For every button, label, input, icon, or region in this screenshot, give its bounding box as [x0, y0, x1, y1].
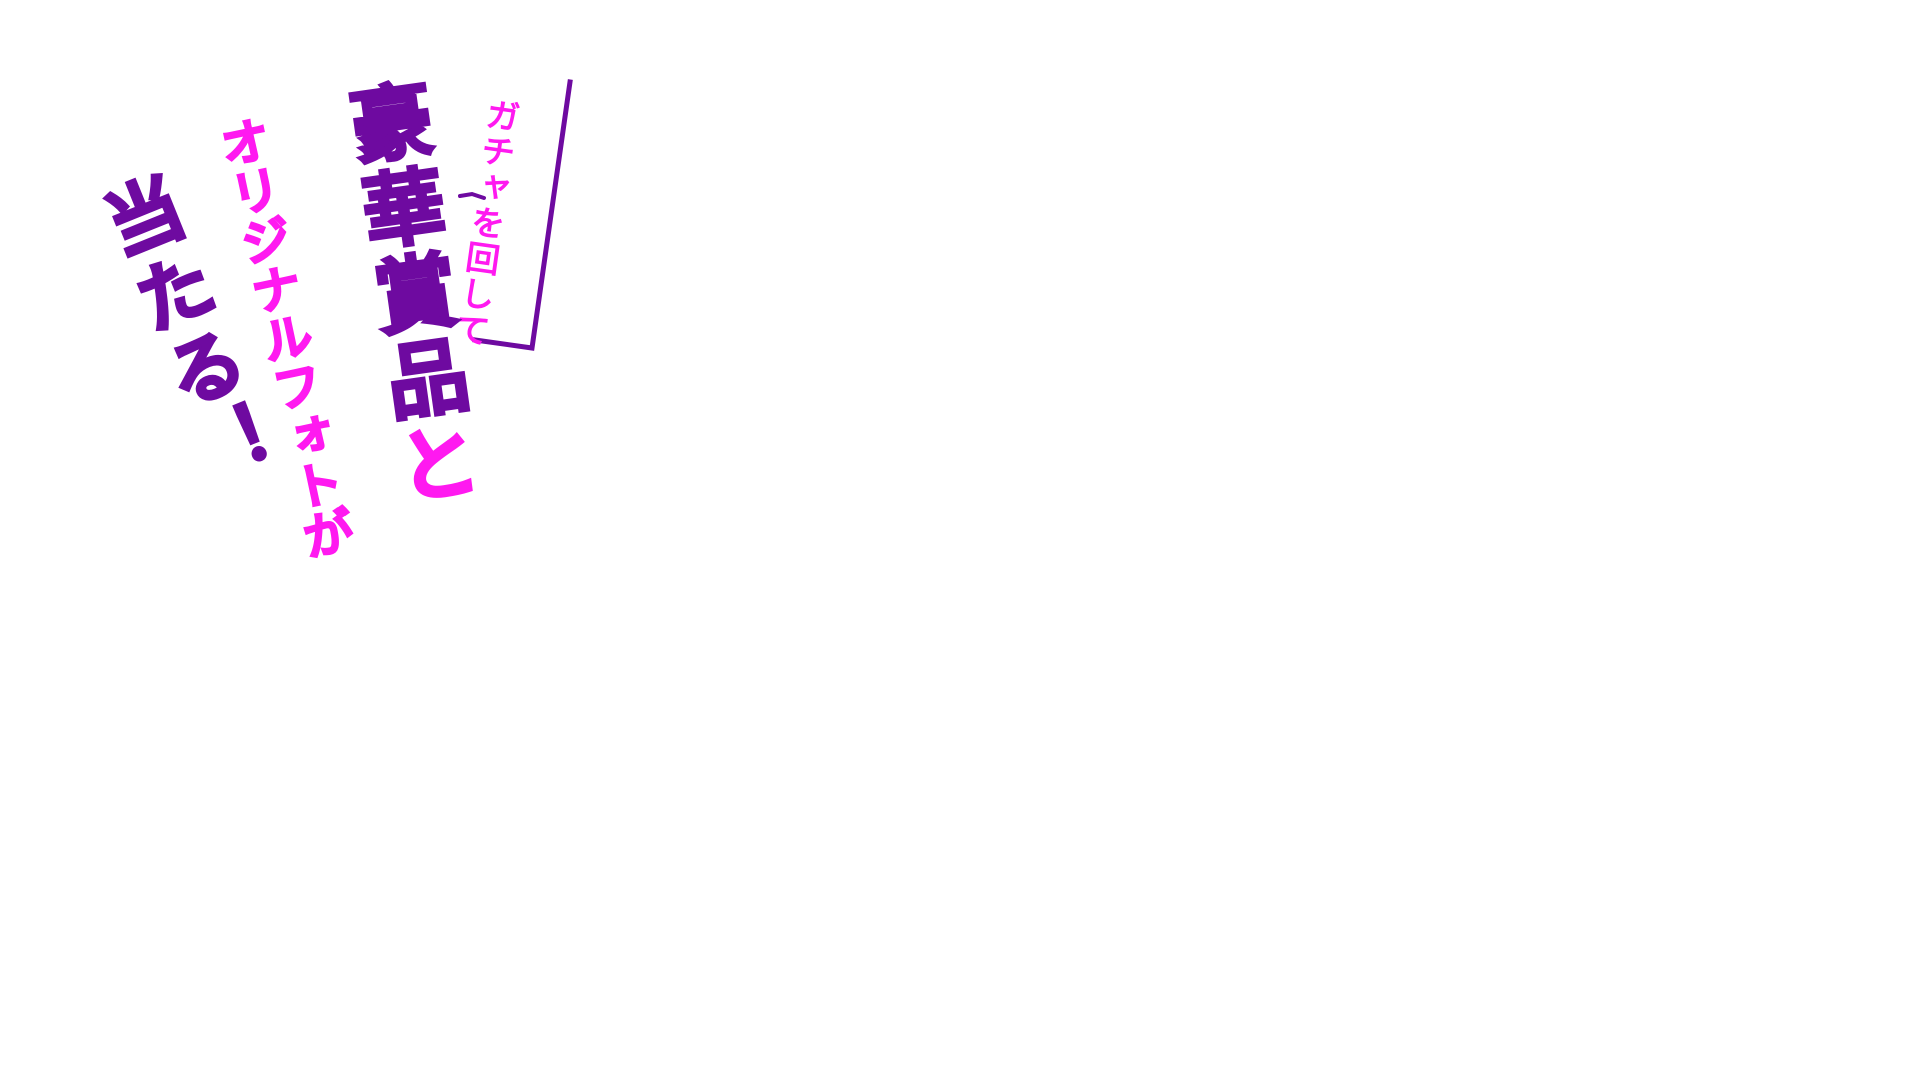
- bracket-frame: [472, 79, 573, 351]
- headline-line-2-particle: と: [379, 416, 485, 514]
- headline-line-3-particle: が: [291, 503, 358, 564]
- headline-line-1: ガチャを回して: [447, 95, 522, 350]
- tilde-accent: [458, 191, 486, 200]
- headline-line-2: 豪華賞品と: [331, 75, 485, 514]
- headline-line-2-main: 豪華賞品: [331, 75, 473, 429]
